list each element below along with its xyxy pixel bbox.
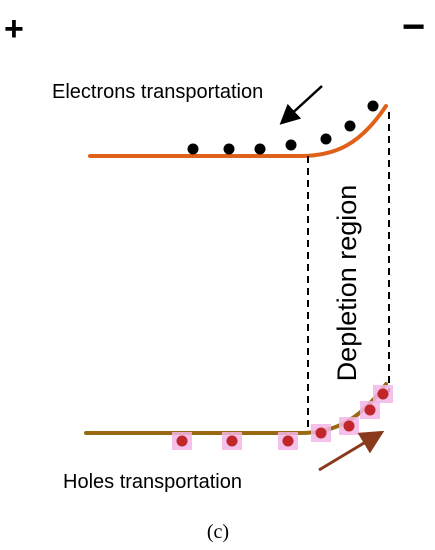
holes-label: Holes transportation [63, 471, 242, 493]
figure-caption: (c) [207, 521, 229, 543]
electrons-label: Electrons transportation [52, 81, 263, 103]
electron-dot [285, 139, 297, 151]
electron-dot [187, 143, 199, 155]
minus-sign: − [402, 5, 425, 49]
electron-dot [367, 100, 379, 112]
plus-sign: + [4, 10, 24, 48]
electron-dot [320, 133, 332, 145]
hole-marker [360, 401, 380, 419]
holes-group [172, 385, 393, 450]
hole-marker [222, 432, 242, 450]
depletion-region-label: Depletion region [332, 185, 362, 382]
electrons-group [187, 100, 379, 155]
electron-dot [344, 120, 356, 132]
hole-marker [339, 417, 359, 435]
hole-marker [172, 432, 192, 450]
electron-dot [223, 143, 235, 155]
hole-marker [311, 424, 331, 442]
hole-arrow [318, 430, 385, 472]
electron-dot [254, 143, 266, 155]
electron-arrow [279, 85, 323, 125]
hole-marker [373, 385, 393, 403]
hole-marker [278, 432, 298, 450]
conduction-band-curve [88, 104, 388, 158]
